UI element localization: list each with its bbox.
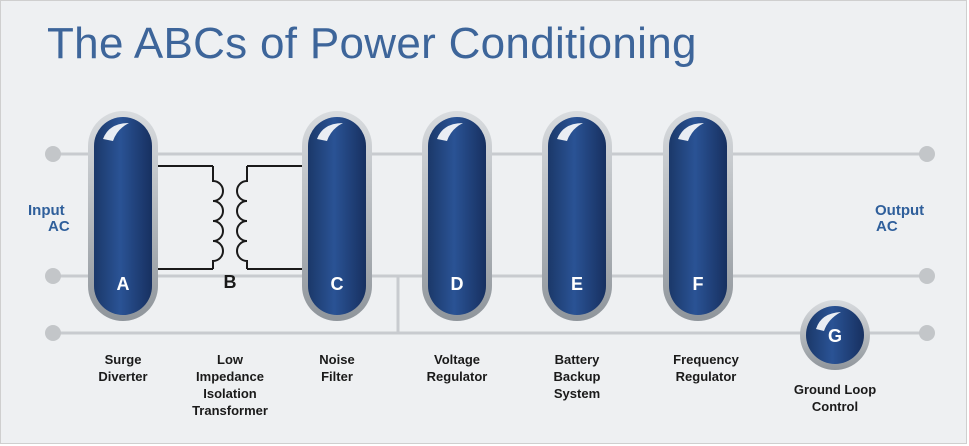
surge-diverter-label: Surge Diverter — [98, 352, 148, 384]
input-terminal-bottom — [45, 325, 61, 341]
transformer-letter: B — [224, 272, 237, 292]
component-letter-d: D — [451, 274, 464, 294]
terminals — [45, 146, 935, 341]
primary-coil — [212, 166, 224, 269]
component-letter-g: G — [828, 326, 842, 346]
input-terminal-top — [45, 146, 61, 162]
transformer — [151, 165, 309, 270]
capsule-c: C — [302, 111, 372, 321]
input-ac-label: Input AC — [28, 202, 70, 235]
capsule-e: E — [542, 111, 612, 321]
output-terminal-middle — [919, 268, 935, 284]
output-ac-label: Output AC — [875, 202, 925, 235]
page-title: The ABCs of Power Conditioning — [47, 19, 697, 68]
frequency-regulator-label: Frequency Regulator — [673, 352, 739, 384]
output-terminal-bottom — [919, 325, 935, 341]
capsule-d: D — [422, 111, 492, 321]
battery-backup-label: Battery Backup System — [553, 352, 601, 401]
noise-filter-label: Noise Filter — [319, 352, 355, 384]
voltage-regulator-label: Voltage Regulator — [426, 352, 488, 384]
component-letter-c: C — [331, 274, 344, 294]
secondary-coil — [236, 166, 248, 269]
ground-loop-control-label: Ground Loop Control — [793, 382, 877, 414]
component-letter-e: E — [571, 274, 583, 294]
component-letter-f: F — [693, 274, 704, 294]
isolation-transformer-label: Low Impedance Isolation Transformer — [192, 352, 268, 418]
input-terminal-middle — [45, 268, 61, 284]
component-letter-a: A — [117, 274, 130, 294]
capsule-g: G — [800, 300, 870, 370]
output-terminal-top — [919, 146, 935, 162]
capsule-a: A — [88, 111, 158, 321]
capsule-f: F — [663, 111, 733, 321]
